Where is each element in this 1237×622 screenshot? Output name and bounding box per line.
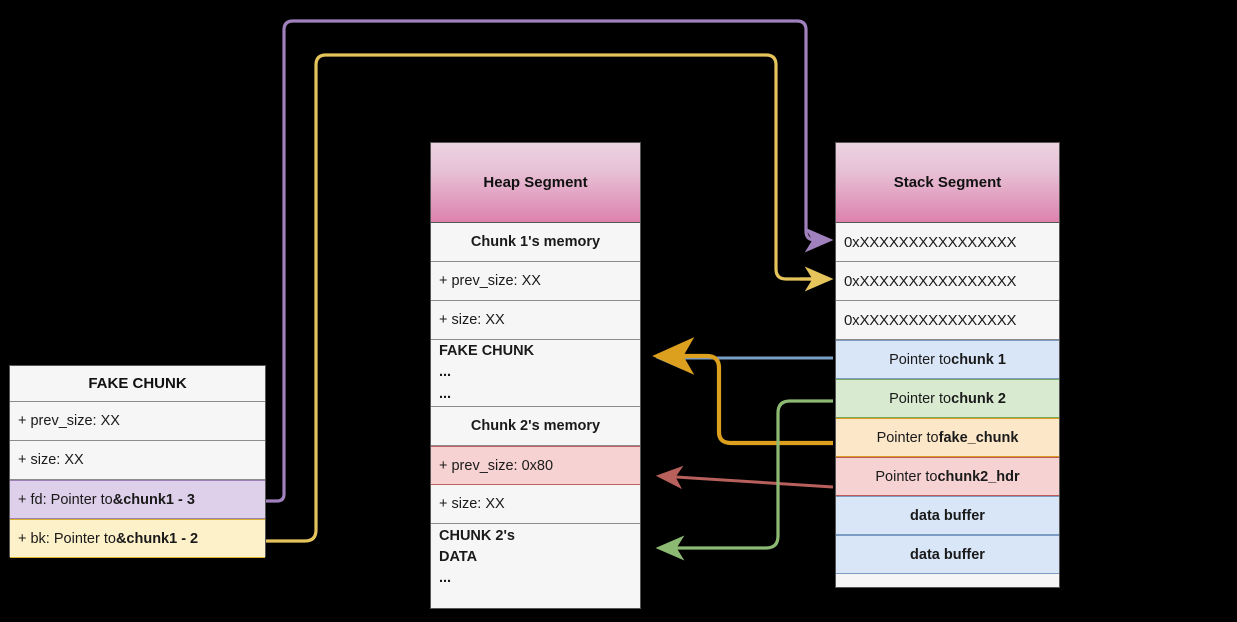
stack-row-pointer-to-fake-chunk-prefix: Pointer to — [876, 429, 939, 446]
heap-row-chunk2-prev-size-label: + prev_size: 0x80 — [439, 457, 554, 474]
heap-row-chunk2-data: CHUNK 2's DATA ... — [431, 524, 640, 591]
heap-row-chunk1-memory: Chunk 1's memory — [431, 223, 640, 262]
stack-row-addr-3: 0xXXXXXXXXXXXXXXXX — [836, 301, 1059, 340]
fake-chunk-row-bk-prefix: + bk: Pointer to — [18, 530, 116, 547]
fake-chunk-row-prev-size: + prev_size: XX — [10, 402, 265, 441]
stack-row-pointer-to-chunk2-hdr: Pointer to chunk2_hdr — [836, 457, 1059, 496]
heap-row-fake-chunk-dots-1: ... — [439, 364, 452, 381]
fake-chunk-row-prev-size-label: + prev_size: XX — [18, 413, 120, 429]
stack-row-addr-3-label: 0xXXXXXXXXXXXXXXXX — [844, 311, 1017, 329]
fake-chunk-row-size-label: + size: XX — [18, 452, 84, 468]
heap-row-fake-chunk-body: FAKE CHUNK ... ... — [431, 340, 640, 407]
stack-segment-box: Stack Segment 0xXXXXXXXXXXXXXXXX 0xXXXXX… — [835, 142, 1060, 588]
heap-segment-box: Heap Segment Chunk 1's memory + prev_siz… — [430, 142, 641, 609]
stack-row-pointer-to-fake-chunk: Pointer to fake_chunk — [836, 418, 1059, 457]
stack-row-pointer-to-chunk2: Pointer to chunk 2 — [836, 379, 1059, 418]
heap-row-chunk2-size-label: + size: XX — [439, 496, 505, 512]
stack-row-pointer-to-chunk2-hdr-prefix: Pointer to — [875, 468, 938, 485]
stack-row-data-buffer-2-label: data buffer — [910, 546, 985, 563]
heap-row-fake-chunk-dots-2: ... — [439, 385, 452, 402]
heap-row-chunk2-data-line2: DATA — [439, 548, 478, 565]
wire-chunk2hdr-to-prevsize — [655, 465, 834, 490]
stack-row-pointer-to-chunk1: Pointer to chunk 1 — [836, 340, 1059, 379]
stack-row-data-buffer-1: data buffer — [836, 496, 1059, 535]
stack-row-pointer-to-chunk2-prefix: Pointer to — [889, 390, 952, 407]
heap-row-fake-chunk-title: FAKE CHUNK — [439, 343, 535, 360]
stack-row-addr-1-label: 0xXXXXXXXXXXXXXXXX — [844, 233, 1017, 251]
heap-row-chunk2-memory: Chunk 2's memory — [431, 407, 640, 446]
fake-chunk-row-size: + size: XX — [10, 441, 265, 480]
stack-row-pointer-to-chunk1-prefix: Pointer to — [889, 351, 952, 368]
heap-row-chunk2-prev-size: + prev_size: 0x80 — [431, 446, 640, 485]
fake-chunk-row-bk: + bk: Pointer to &chunk1 - 2 — [10, 519, 265, 558]
stack-segment-title: Stack Segment — [836, 143, 1059, 223]
wire-fakechunkptr-to-fakechunk — [652, 337, 833, 446]
fake-chunk-row-bk-target: &chunk1 - 2 — [115, 530, 199, 547]
fake-chunk-title: FAKE CHUNK — [10, 366, 265, 402]
fake-chunk-row-fd-prefix: + fd: Pointer to — [18, 491, 113, 508]
fake-chunk-row-fd-target: &chunk1 - 3 — [112, 491, 195, 508]
stack-row-data-buffer-1-label: data buffer — [910, 507, 985, 524]
heap-row-chunk1-size-label: + size: XX — [439, 312, 505, 328]
heap-row-chunk2-size: + size: XX — [431, 485, 640, 524]
stack-row-pointer-to-fake-chunk-target: fake_chunk — [938, 429, 1019, 446]
heap-row-chunk1-prev-size: + prev_size: XX — [431, 262, 640, 301]
heap-row-chunk1-prev-size-label: + prev_size: XX — [439, 273, 541, 289]
heap-row-chunk2-data-dots: ... — [439, 570, 452, 586]
stack-row-addr-2: 0xXXXXXXXXXXXXXXXX — [836, 262, 1059, 301]
fake-chunk-box: FAKE CHUNK + prev_size: XX + size: XX + … — [9, 365, 266, 558]
stack-row-addr-2-label: 0xXXXXXXXXXXXXXXXX — [844, 272, 1017, 290]
stack-row-pointer-to-chunk2-target: chunk 2 — [951, 390, 1006, 407]
heap-row-chunk2-memory-label: Chunk 2's memory — [470, 418, 601, 434]
wire-chunk2-to-chunk2data — [655, 399, 833, 561]
stack-row-pointer-to-chunk2-hdr-target: chunk2_hdr — [937, 468, 1020, 485]
stack-row-addr-1: 0xXXXXXXXXXXXXXXXX — [836, 223, 1059, 262]
stack-row-data-buffer-2: data buffer — [836, 535, 1059, 574]
heap-segment-title: Heap Segment — [431, 143, 640, 223]
stack-row-pointer-to-chunk1-target: chunk 1 — [951, 351, 1006, 368]
heap-row-chunk1-memory-label: Chunk 1's memory — [470, 234, 601, 250]
fake-chunk-row-fd: + fd: Pointer to &chunk1 - 3 — [10, 480, 265, 519]
heap-row-chunk2-data-line1: CHUNK 2's — [439, 527, 515, 544]
heap-row-chunk1-size: + size: XX — [431, 301, 640, 340]
